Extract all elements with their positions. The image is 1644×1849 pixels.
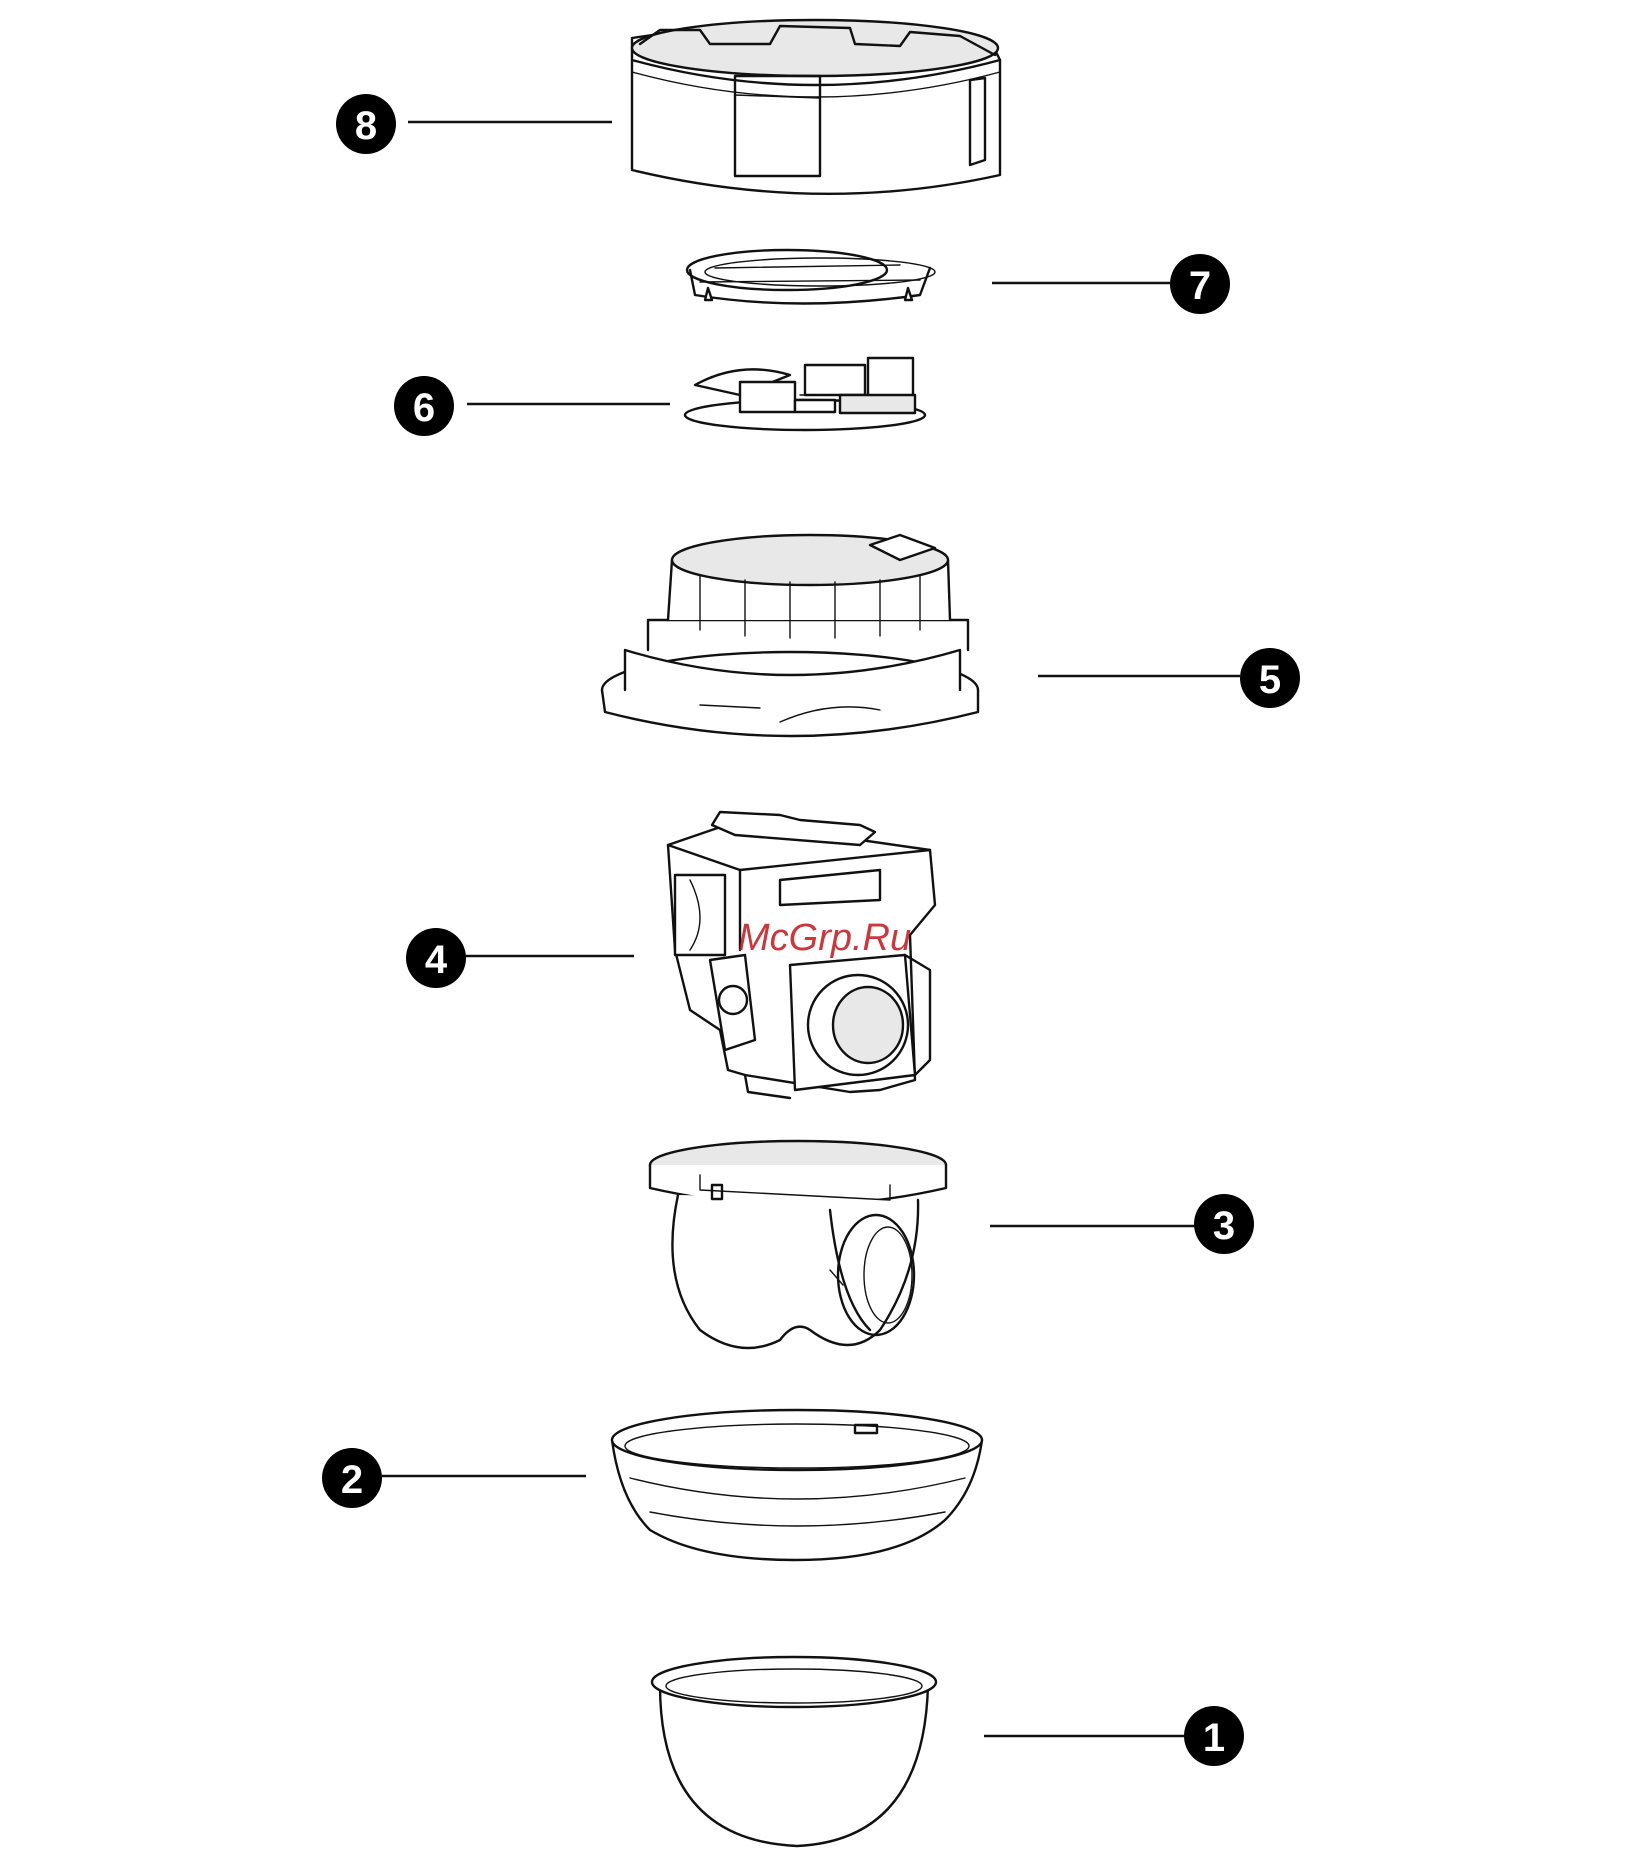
part-3-inner-cover: [650, 1141, 946, 1348]
svg-text:6: 6: [413, 386, 435, 430]
callout-4: 4: [406, 928, 466, 988]
svg-text:2: 2: [341, 1458, 363, 1502]
part-8-mounting-base: [632, 20, 1000, 194]
svg-text:7: 7: [1189, 264, 1211, 308]
part-6-circuit-board: [685, 358, 925, 430]
callout-6: 6: [394, 376, 454, 436]
svg-text:8: 8: [355, 104, 377, 148]
part-7-plate: [687, 250, 935, 304]
callout-3: 3: [1194, 1194, 1254, 1254]
callout-1: 1: [1184, 1706, 1244, 1766]
svg-text:3: 3: [1213, 1204, 1235, 1248]
part-5-main-body: [602, 535, 978, 736]
watermark-text: McGrp.Ru: [738, 917, 911, 959]
svg-text:4: 4: [425, 938, 448, 982]
svg-text:5: 5: [1259, 658, 1281, 702]
part-2-outer-ring: [612, 1410, 982, 1560]
callout-8: 8: [336, 94, 396, 154]
callout-7: 7: [1170, 254, 1230, 314]
part-1-dome: [652, 1657, 936, 1846]
callout-2: 2: [322, 1448, 382, 1508]
callout-5: 5: [1240, 648, 1300, 708]
svg-text:1: 1: [1203, 1716, 1225, 1760]
